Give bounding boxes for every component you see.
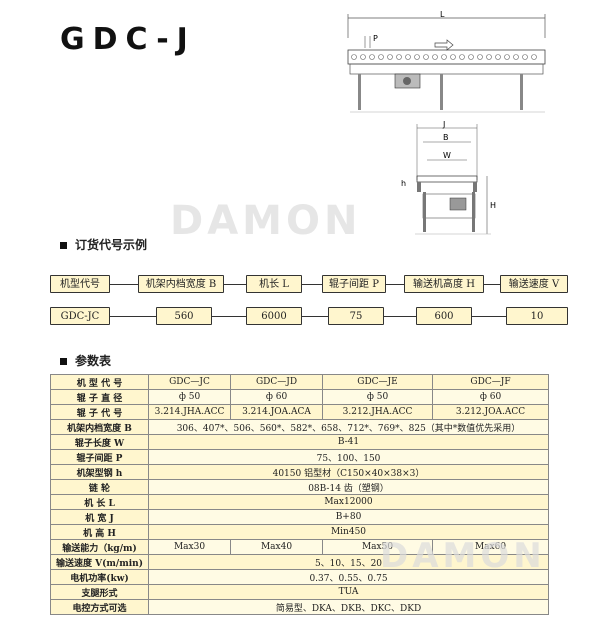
- param-cell: 3.212.JHA.ACC: [322, 404, 433, 420]
- label-model-code: 机型代号: [50, 275, 110, 293]
- param-cell: GDC—JE: [322, 374, 433, 390]
- label-length: 机长 L: [246, 275, 302, 293]
- dim-label-W: W: [443, 151, 451, 160]
- dim-label-h: h: [401, 179, 406, 188]
- dim-label-H: H: [490, 201, 496, 210]
- param-cell: GDC—JF: [432, 374, 549, 390]
- dim-label-P: P: [373, 34, 378, 43]
- param-cell: 306、407*、506、560*、582*、658、712*、769*、825…: [148, 419, 549, 435]
- param-label: 辊 子 代 号: [50, 404, 149, 420]
- watermark-top: DAMON: [170, 198, 362, 244]
- param-label: 电控方式可选: [50, 599, 149, 615]
- value-speed: 10: [506, 307, 568, 325]
- param-heading: 参数表: [60, 352, 111, 369]
- label-speed: 输送速度 V: [500, 275, 568, 293]
- param-label: 机 高 H: [50, 524, 149, 540]
- param-cell: 0.37、0.55、0.75: [148, 569, 549, 585]
- param-label: 机架型钢 h: [50, 464, 149, 480]
- param-label: 电机功率(kw): [50, 569, 149, 585]
- dim-label-J: J: [442, 120, 445, 129]
- param-label: 辊 子 直 径: [50, 389, 149, 405]
- cross-section-drawing: J B W h H: [401, 120, 496, 235]
- param-cell: Max12000: [148, 494, 549, 510]
- param-cell: ф 50: [322, 389, 433, 405]
- example-labels-row: 机型代号 机架内档宽度 B 机长 L 辊子间距 P 输送机高度 H 输送速度 V: [50, 275, 568, 295]
- param-cell: ф 60: [230, 389, 323, 405]
- param-cell: Max60: [432, 539, 549, 555]
- param-cell: Max40: [230, 539, 323, 555]
- param-label: 辊子长度 W: [50, 434, 149, 450]
- label-height: 输送机高度 H: [404, 275, 484, 293]
- value-frame-width: 560: [156, 307, 212, 325]
- example-values-row: GDC-JC 560 6000 75 600 10: [50, 307, 568, 327]
- param-label: 输送速度 V(m/min): [50, 554, 149, 570]
- label-frame-width: 机架内档宽度 B: [138, 275, 224, 293]
- param-cell: 40150 铝型材（C150×40×38×3）: [148, 464, 549, 480]
- param-cell: 3.214.JOA.ACA: [230, 404, 323, 420]
- side-view-drawing: L P: [347, 10, 546, 113]
- product-title: GDC-J: [60, 22, 196, 57]
- param-label: 输送能力（kg/m): [50, 539, 149, 555]
- param-cell: GDC—JD: [230, 374, 323, 390]
- example-heading: 订货代号示例: [60, 236, 147, 253]
- param-cell: B-41: [148, 434, 549, 450]
- param-cell: 08B-14 齿（塑钢）: [148, 479, 549, 495]
- param-label: 机 宽 J: [50, 509, 149, 525]
- value-height: 600: [416, 307, 472, 325]
- param-cell: 简易型、DKA、DKB、DKC、DKD: [148, 599, 549, 615]
- param-row: 电控方式可选简易型、DKA、DKB、DKC、DKD: [50, 599, 549, 615]
- value-model-code: GDC-JC: [50, 307, 110, 325]
- param-label: 机架内档宽度 B: [50, 419, 149, 435]
- param-label: 机 型 代 号: [50, 374, 149, 390]
- param-cell: B+80: [148, 509, 549, 525]
- param-cell: GDC—JC: [148, 374, 231, 390]
- param-row: 电机功率(kw)0.37、0.55、0.75: [50, 569, 549, 585]
- value-roller-pitch: 75: [328, 307, 384, 325]
- param-label: 机 长 L: [50, 494, 149, 510]
- param-cell: ф 60: [432, 389, 549, 405]
- param-label: 辊子间距 P: [50, 449, 149, 465]
- dim-label-B: B: [443, 133, 449, 142]
- watermark-bottom: DAMON: [380, 536, 546, 576]
- label-roller-pitch: 辊子间距 P: [322, 275, 386, 293]
- param-cell: 75、100、150: [148, 449, 549, 465]
- param-cell: 3.212.JOA.ACC: [432, 404, 549, 420]
- param-cell: TUA: [148, 584, 549, 600]
- param-cell: Max30: [148, 539, 231, 555]
- param-label: 支腿形式: [50, 584, 149, 600]
- value-length: 6000: [246, 307, 302, 325]
- param-label: 链 轮: [50, 479, 149, 495]
- param-cell: ф 50: [148, 389, 231, 405]
- param-cell: 3.214.JHA.ACC: [148, 404, 231, 420]
- dim-label-L: L: [440, 10, 445, 19]
